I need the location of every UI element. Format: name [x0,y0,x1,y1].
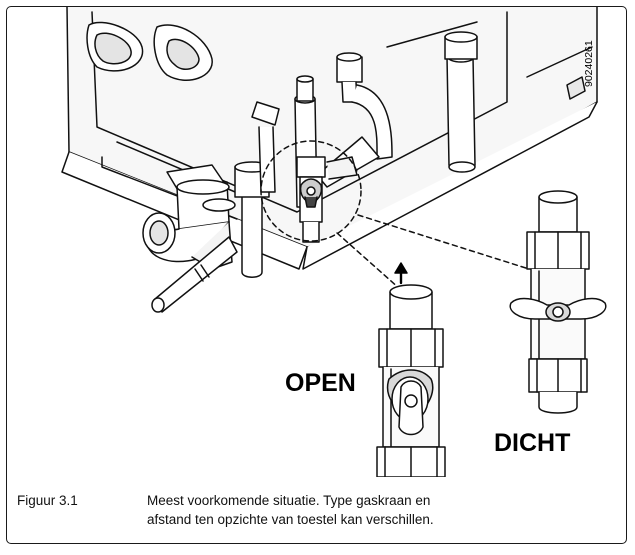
caption-text-line-2: afstand ten opzichte van toestel kan ver… [147,512,434,527]
reference-code: 90240261 [583,40,595,87]
valve-closed-detail [509,190,607,414]
caption-text-line-1: Meest voorkomende situatie. Type gaskraa… [147,493,431,508]
siphon-fitting [142,164,236,270]
figure-caption: Figuur 3.1 Meest voorkomende situatie. T… [17,493,617,539]
caption-label: Figuur 3.1 [17,493,78,508]
appliance-housing [61,7,598,270]
detail-callout [260,140,530,290]
label-closed: DICHT [494,429,570,457]
gas-valve-in-situ [296,156,358,243]
figure-frame: 90240261 OPEN DICHT Figuur 3.1 Meest voo… [6,6,627,544]
long-pipe [151,236,238,313]
valve-open-detail [376,284,446,477]
flow-direction-arrow [394,262,408,285]
gas-valve-illustration: 90240261 OPEN DICHT [61,7,607,477]
label-open: OPEN [285,369,356,397]
